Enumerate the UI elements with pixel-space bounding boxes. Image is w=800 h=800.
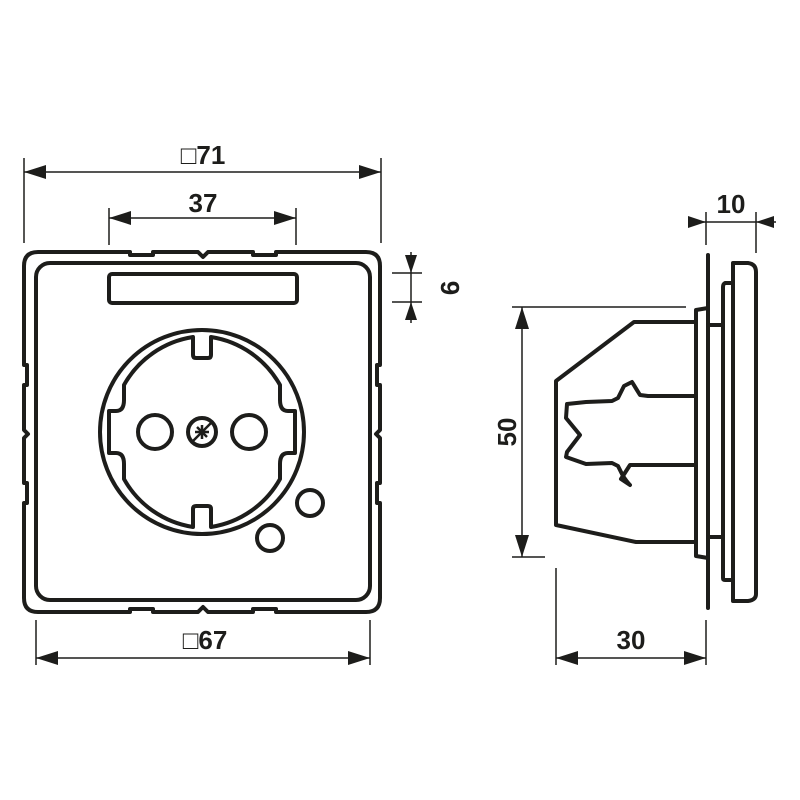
- dimension-inner-width: □67: [35, 620, 371, 665]
- pin-hole-left: [136, 413, 174, 451]
- dim-label-inner-width: □67: [183, 625, 228, 655]
- dimension-body-depth: 30: [555, 568, 707, 665]
- socket-inner-contour: [107, 335, 297, 529]
- dim-label-cover-depth: 10: [717, 189, 746, 219]
- cover-frame: [731, 261, 758, 603]
- dim-label-window-width: 37: [189, 188, 218, 218]
- pin-hole-right: [230, 413, 268, 451]
- screw-star-icon: [192, 422, 212, 442]
- dimension-body-height: 50: [492, 306, 686, 558]
- dimension-cover-depth: 10: [688, 189, 776, 253]
- inner-plate: [34, 261, 372, 602]
- dim-label-window-height: 9: [435, 281, 465, 295]
- dimension-label-window-height: 9: [392, 252, 465, 323]
- dimension-outer-width: □71: [23, 140, 382, 243]
- flange: [694, 306, 710, 560]
- socket-outer-ring: [98, 328, 306, 536]
- cover-inner-step: [721, 281, 735, 582]
- outer-frame: [22, 250, 382, 614]
- center-screw-icon: [186, 416, 218, 448]
- dim-label-outer-width: □71: [181, 140, 226, 170]
- indicator-light-upper: [295, 488, 325, 518]
- label-window: [107, 272, 299, 305]
- dim-label-body-depth: 30: [617, 625, 646, 655]
- dimension-label-window-width: 37: [108, 188, 297, 245]
- side-view: [554, 253, 758, 610]
- front-view: [22, 250, 382, 614]
- socket-body: [554, 320, 698, 544]
- dim-label-body-height: 50: [492, 418, 522, 447]
- indicator-light-lower: [255, 523, 285, 553]
